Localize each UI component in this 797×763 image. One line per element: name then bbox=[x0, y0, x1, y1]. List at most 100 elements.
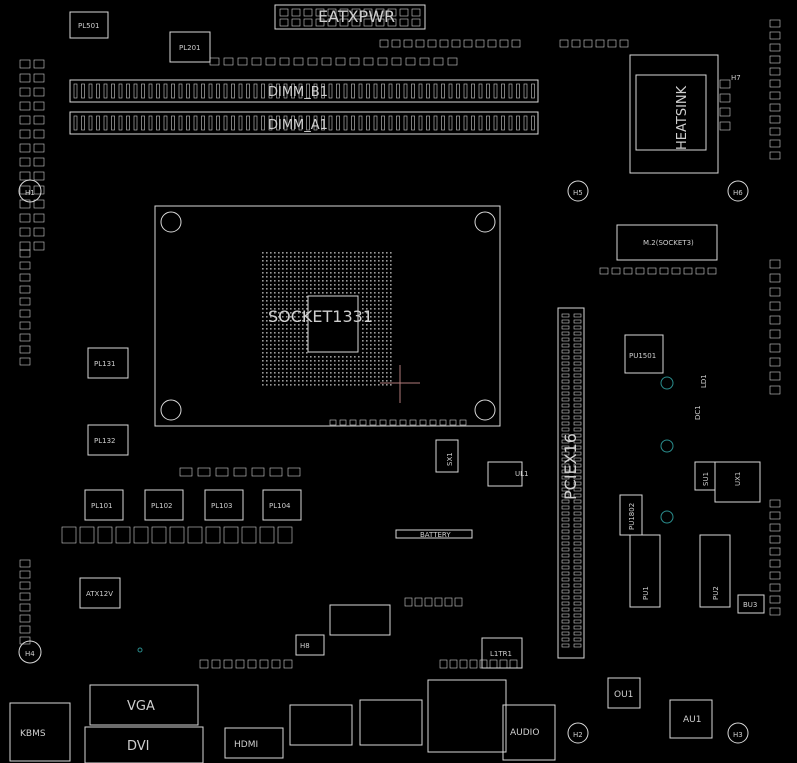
label-h7: H7 bbox=[731, 74, 741, 82]
label-pl102: PL102 bbox=[151, 502, 172, 510]
socket-hole-tl bbox=[160, 211, 182, 233]
label-dc1: DC1 bbox=[694, 405, 702, 420]
socket-hole-tr bbox=[474, 211, 496, 233]
label-socket: SOCKET1331 bbox=[268, 307, 373, 326]
label-pl103: PL103 bbox=[211, 502, 232, 510]
pl104-inductor bbox=[262, 489, 302, 521]
heatsink-area bbox=[629, 54, 719, 174]
label-au1: AU1 bbox=[683, 715, 701, 725]
battery-outline bbox=[395, 529, 473, 539]
fiducial-3 bbox=[660, 510, 674, 524]
label-pl101: PL101 bbox=[91, 502, 112, 510]
label-pl131: PL131 bbox=[94, 360, 115, 368]
label-dimm-b1: DIMM_B1 bbox=[268, 85, 328, 100]
eatxpwr-connector bbox=[274, 4, 426, 30]
sx1-part bbox=[435, 439, 459, 473]
chip-small bbox=[295, 634, 325, 656]
pch-chip bbox=[635, 74, 707, 151]
mount-hole-h1 bbox=[18, 179, 42, 203]
label-pl104: PL104 bbox=[269, 502, 291, 510]
usb-port-2 bbox=[359, 699, 423, 746]
mount-hole-h3 bbox=[727, 722, 749, 744]
pu2-chip bbox=[699, 534, 731, 608]
l1tr1-part bbox=[481, 637, 523, 669]
label-vga: VGA bbox=[127, 699, 155, 714]
bu3-part bbox=[737, 594, 765, 614]
label-pu1501: PU1501 bbox=[629, 352, 656, 360]
socket-hole-bl bbox=[160, 399, 182, 421]
label-pu1: PU1 bbox=[642, 586, 650, 600]
atx12v-connector bbox=[79, 577, 121, 609]
label-ul1: UL1 bbox=[515, 470, 528, 478]
label-h1: H1 bbox=[25, 189, 35, 197]
label-audio: AUDIO bbox=[510, 728, 539, 738]
label-battery: BATTERY bbox=[420, 531, 451, 539]
label-pl132: PL132 bbox=[94, 437, 115, 445]
dimm-b1-slot bbox=[69, 79, 539, 103]
cpu-socket-outline bbox=[154, 205, 501, 427]
lan-port bbox=[427, 679, 507, 753]
label-dvi: DVI bbox=[127, 739, 150, 754]
mount-hole-h2 bbox=[567, 722, 589, 744]
label-pu1802: PU1802 bbox=[628, 503, 636, 530]
chip-near-sx1 bbox=[487, 461, 523, 487]
label-dimm-a1: DIMM_A1 bbox=[268, 118, 328, 133]
pu1501-chip bbox=[624, 334, 664, 374]
pl201-inductor bbox=[169, 31, 211, 63]
label-atx12v: ATX12V bbox=[86, 590, 113, 598]
label-ux1: UX1 bbox=[734, 472, 742, 486]
label-h2: H2 bbox=[573, 731, 583, 739]
m2-socket bbox=[616, 224, 718, 261]
socket-center-keepout bbox=[307, 295, 359, 353]
label-pl501: PL501 bbox=[78, 22, 99, 30]
usb-port-1 bbox=[289, 704, 353, 746]
audio-port bbox=[502, 704, 556, 761]
pl103-inductor bbox=[204, 489, 244, 521]
kbms-port bbox=[9, 702, 71, 762]
pl102-inductor bbox=[144, 489, 184, 521]
ou1-chip bbox=[607, 677, 641, 709]
label-kbms: KBMS bbox=[20, 729, 46, 739]
origin-crosshair bbox=[380, 365, 420, 403]
label-m2: M.2(SOCKET3) bbox=[643, 239, 694, 247]
label-h6: H6 bbox=[733, 189, 743, 197]
label-bu3: BU3 bbox=[743, 601, 757, 609]
pciex16-slot bbox=[557, 307, 585, 659]
pl132-inductor bbox=[87, 424, 129, 456]
label-pu2: PU2 bbox=[712, 586, 720, 600]
label-h4: H4 bbox=[25, 650, 35, 658]
socket-hole-br bbox=[474, 399, 496, 421]
mount-hole-h6 bbox=[727, 180, 749, 202]
vga-port bbox=[89, 684, 199, 726]
label-pciex16: PCIEX16 bbox=[561, 433, 580, 500]
label-pl201: PL201 bbox=[179, 44, 200, 52]
chip-ux1 bbox=[714, 461, 761, 503]
label-ou1: OU1 bbox=[614, 690, 633, 700]
mount-hole-h5 bbox=[567, 180, 589, 202]
label-hdmi: HDMI bbox=[234, 740, 258, 750]
pu1-chip bbox=[629, 534, 661, 608]
label-h8: H8 bbox=[300, 642, 310, 650]
mount-hole-h4 bbox=[18, 640, 42, 664]
fiducial-1 bbox=[660, 376, 674, 390]
label-su1: SU1 bbox=[702, 472, 710, 486]
au1-chip bbox=[669, 699, 713, 739]
label-ld1: LD1 bbox=[700, 374, 708, 388]
fiducial-4 bbox=[137, 647, 143, 653]
dimm-a1-slot bbox=[69, 111, 539, 135]
fiducial-2 bbox=[660, 439, 674, 453]
label-h5: H5 bbox=[573, 189, 583, 197]
dvi-port bbox=[84, 726, 204, 763]
pl131-inductor bbox=[87, 347, 129, 379]
label-heatsink: HEATSINK bbox=[675, 85, 690, 150]
hdmi-port bbox=[224, 727, 284, 759]
label-h3: H3 bbox=[733, 731, 743, 739]
chip-uc bbox=[329, 604, 391, 636]
label-l1tr1: L1TR1 bbox=[490, 650, 512, 658]
label-eatxpwr: EATXPWR bbox=[318, 7, 395, 26]
label-sx1: SX1 bbox=[446, 452, 454, 466]
pl101-inductor bbox=[84, 489, 124, 521]
pl501-inductor bbox=[69, 11, 109, 39]
